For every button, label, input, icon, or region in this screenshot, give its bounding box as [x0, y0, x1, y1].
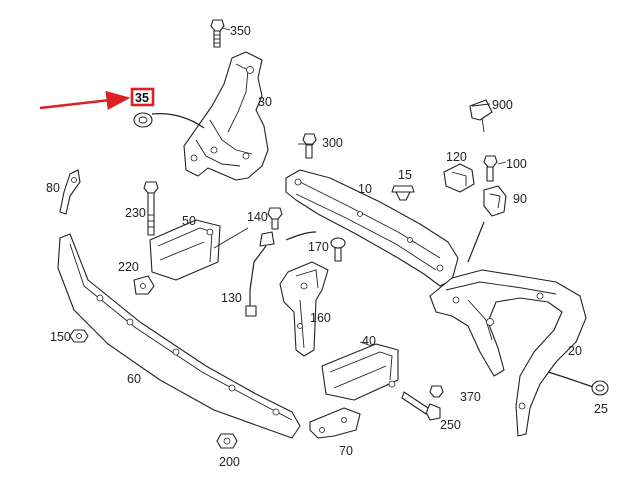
clip-35-drawing	[133, 112, 205, 129]
part-label-20[interactable]: 20	[568, 344, 582, 358]
bolt-100-drawing	[483, 155, 498, 182]
label-leaders	[213, 27, 507, 347]
part-label-140[interactable]: 140	[247, 210, 268, 224]
part-label-100[interactable]: 100	[506, 157, 527, 171]
nut-200-drawing	[216, 433, 238, 449]
part-label-50[interactable]: 50	[182, 214, 196, 228]
part-label-130[interactable]: 130	[221, 291, 242, 305]
frame-20-drawing	[429, 221, 597, 437]
part-label-70[interactable]: 70	[339, 444, 353, 458]
bracket-80-drawing	[59, 169, 81, 215]
part-label-300[interactable]: 300	[322, 136, 343, 150]
bolt-300-drawing	[302, 133, 317, 159]
part-label-80[interactable]: 80	[46, 181, 60, 195]
bracket-160-drawing	[279, 261, 329, 357]
part-label-35[interactable]: 35	[135, 91, 149, 105]
bracket-40-drawing	[321, 343, 399, 401]
part-label-220[interactable]: 220	[118, 260, 139, 274]
plug-15-drawing	[391, 185, 415, 201]
bracket-220-drawing	[133, 275, 155, 295]
part-label-200[interactable]: 200	[219, 455, 240, 469]
part-label-30[interactable]: 30	[258, 95, 272, 109]
part-label-160[interactable]: 160	[310, 311, 331, 325]
bolt-230-drawing	[143, 181, 159, 236]
part-label-350[interactable]: 350	[230, 24, 251, 38]
bolt-350-drawing	[210, 19, 225, 48]
bolt-170-drawing	[330, 237, 346, 262]
line-130-drawing	[245, 231, 317, 317]
bolt-250-drawing	[401, 391, 441, 421]
part-label-90[interactable]: 90	[513, 192, 527, 206]
part-label-250[interactable]: 250	[440, 418, 461, 432]
part-label-170[interactable]: 170	[308, 240, 329, 254]
part-label-150[interactable]: 150	[50, 330, 71, 344]
bracket-30-drawing	[183, 51, 269, 181]
part-35-highlight	[39, 87, 155, 110]
part-label-60[interactable]: 60	[127, 372, 141, 386]
sensor-900-drawing	[469, 99, 493, 133]
grommet-25-drawing	[591, 380, 609, 396]
part-label-370[interactable]: 370	[460, 390, 481, 404]
part-label-25[interactable]: 25	[594, 402, 608, 416]
part-label-120[interactable]: 120	[446, 150, 467, 164]
bracket-70-drawing	[309, 407, 361, 439]
part-label-10[interactable]: 10	[358, 182, 372, 196]
part-label-900[interactable]: 900	[492, 98, 513, 112]
bumper-beam-60-drawing	[57, 233, 301, 439]
part-label-230[interactable]: 230	[125, 206, 146, 220]
bracket-90-drawing	[483, 185, 507, 217]
holder-120-drawing	[443, 163, 475, 193]
cross-member-10-drawing	[285, 169, 459, 287]
bolt-140-drawing	[267, 207, 283, 230]
nut-150-drawing	[69, 329, 89, 343]
part-label-15[interactable]: 15	[398, 168, 412, 182]
bracket-50-drawing	[149, 219, 221, 281]
part-label-40[interactable]: 40	[362, 334, 376, 348]
bolt-370-drawing	[429, 385, 444, 398]
